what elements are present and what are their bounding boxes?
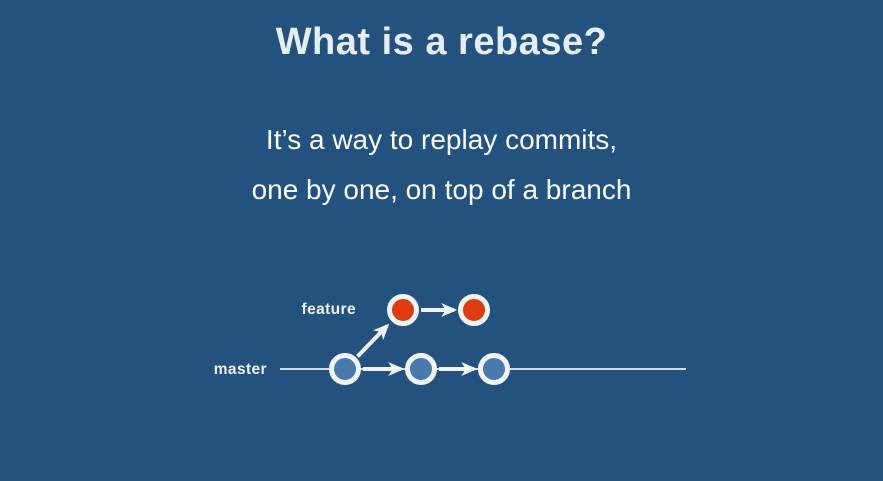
subtitle-line-1: It’s a way to replay commits,	[265, 124, 618, 155]
subtitle-line-2: one by one, on top of a branch	[251, 174, 632, 205]
feature-commit-1	[387, 294, 419, 326]
master-branch-label: master	[214, 361, 267, 378]
arrow-master1-to-feature1	[356, 323, 390, 358]
master-commit-3	[478, 353, 510, 385]
feature-commit-2	[458, 294, 490, 326]
master-commit-1	[329, 353, 361, 385]
slide-subtitle: It’s a way to replay commits, one by one…	[0, 115, 883, 215]
feature-branch-label: feature	[302, 301, 356, 318]
slide-title: What is a rebase?	[275, 21, 608, 63]
master-commit-2	[405, 353, 437, 385]
